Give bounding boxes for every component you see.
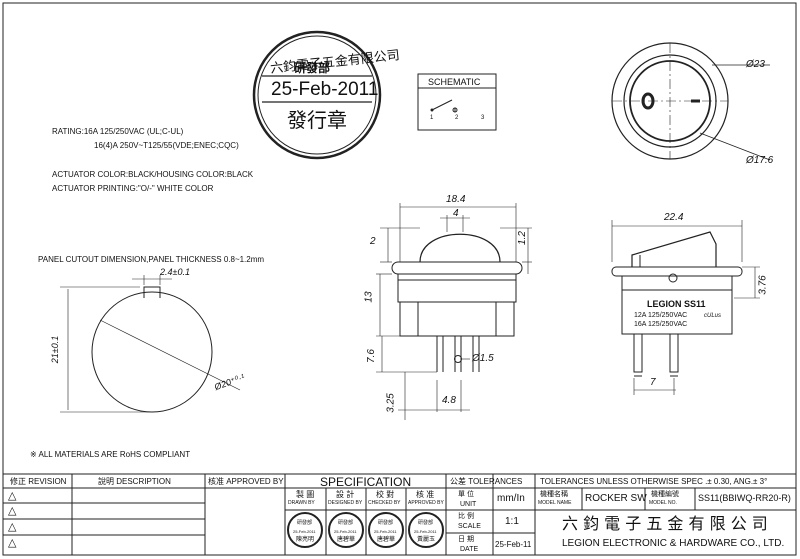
unit-value: mm/In [497,493,525,504]
schematic-box [417,73,497,131]
role-stamp-date-4: 25-Feb-2011 [414,529,437,534]
schematic-pin-3: 3 [481,115,485,121]
front-view [376,203,532,420]
side-label-rating-2: 16A 125/250VAC [634,321,688,328]
dim-top-outer: Ø23 [746,59,765,70]
dim-front-13: 13 [363,291,375,303]
revision-mark-1: △ [8,490,17,502]
panel-cutout-label: PANEL CUTOUT DIMENSION,PANEL THICKNESS 0… [38,255,265,264]
dim-front-hole: Ø1.5 [472,353,494,364]
role-stamp-sign-4: 黃麗玉 [417,537,436,543]
rohs-note: ※ ALL MATERIALS ARE RoHS COMPLIANT [30,450,191,459]
role-stamp-sign-2: 唐碧華 [337,537,356,543]
model-name-en: MODEL NAME [538,500,572,506]
dim-front-48: 4.8 [442,395,456,406]
tolerances-text: TOLERANCES UNLESS OTHERWISE SPEC .± 0.30… [540,477,768,486]
unit-zh: 單 位 [458,491,474,498]
role-stamp-sign-1: 陳亮明 [296,537,315,543]
dim-top-inner: Ø17.6 [746,155,774,166]
revision-header: 修正 REVISION [10,477,67,486]
stamp-issue: 發行章 [287,108,347,132]
role-drawn-en: DRAWN BY [288,500,315,506]
side-label-cert-mark: cULus [704,313,722,319]
role-approved-zh: 核 准 [416,490,435,499]
role-checked-zh: 校 對 [376,490,395,499]
signature-stamps [287,512,444,548]
stamp-date: 25-Feb-2011 [271,79,379,100]
model-no-value: SS11(BBIWQ-RR20-R) [698,493,791,503]
dim-cutout-tab: 2.4±0.1 [160,267,190,277]
role-stamp-date-2: 25-Feb-2011 [334,529,357,534]
dim-front-325: 3.25 [385,393,397,413]
dim-front-top: 4 [453,208,459,219]
schematic-title: SCHEMATIC [428,77,481,87]
approved-header: 核准 APPROVED BY [208,477,284,486]
scale-zh: 比 例 [458,513,474,520]
dim-front-width: 18.4 [446,194,466,205]
role-stamp-dept-3: 研發部 [378,520,394,526]
dim-front-12: 1.2 [516,231,528,245]
revision-mark-4: △ [8,537,17,549]
revision-mark-3: △ [8,521,17,533]
role-stamp-date-3: 25-Feb-2011 [374,529,397,534]
description-header: 說明 DESCRIPTION [98,477,171,486]
revision-mark-2: △ [8,505,17,517]
date-en: DATE [460,546,479,553]
dim-side-height: 3.76 [757,275,769,295]
role-designed-en: DESIGNED BY [328,500,363,506]
top-view [611,42,771,161]
dim-front-2: 2 [370,236,376,247]
role-stamp-sign-3: 唐碧華 [377,537,396,543]
dim-cutout-height: 21±0.1 [50,335,61,364]
role-checked-en: CHECKED BY [368,500,401,506]
role-stamp-dept-4: 研發部 [418,520,434,526]
role-drawn-zh: 製 圖 [296,490,315,499]
scale-value: 1:1 [505,516,519,527]
dim-front-76: 7.6 [365,349,377,363]
date-zh: 日 期 [458,536,474,543]
role-stamp-date-1: 25-Feb-2011 [293,529,316,534]
specification-title: SPECIFICATION [320,475,412,489]
side-label-rating-1: 12A 125/250VAC [634,312,688,319]
stamp-department: 研發部 [294,61,331,75]
schematic-pin-1: 1 [430,115,434,121]
actuator-color: ACTUATOR COLOR:BLACK/HOUSING COLOR:BLACK [52,170,254,179]
side-label-brand: LEGION SS11 [647,299,706,309]
model-name-value: ROCKER SW [585,493,647,504]
role-approved-en: APPROVED BY [408,500,444,506]
panel-cutout-view [60,275,241,413]
company-name-en: LEGION ELECTRONIC & HARDWARE CO., LTD. [562,538,785,549]
model-no-zh: 機種編號 [651,491,679,498]
title-block-grid [2,473,797,556]
role-designed-zh: 設 計 [336,490,355,499]
actuator-printing: ACTUATOR PRINTING:"O/-" WHITE COLOR [52,184,214,193]
side-view [611,220,760,395]
role-stamp-dept-1: 研發部 [297,520,313,526]
dim-side-width: 22.4 [664,212,684,223]
schematic-pin-2: 2 [455,115,459,121]
scale-en: SCALE [458,523,481,530]
unit-en: UNIT [460,501,477,508]
tolerances-label: 公差 TOLERANCES [450,477,523,486]
date-value: 25-Feb-11 [495,540,532,549]
rating-line-2: 16(4)A 250V~T125/55(VDE;ENEC;CQC) [94,141,239,150]
rating-line-1: RATING:16A 125/250VAC (UL;C-UL) [52,127,184,136]
role-stamp-dept-2: 研發部 [338,520,354,526]
model-name-zh: 機種名稱 [540,491,568,498]
department-stamp [252,30,382,160]
company-name-zh: 六 鈞 電 子 五 金 有 限 公 司 [562,514,768,533]
model-no-en: MODEL NO. [649,500,677,506]
dim-side-7: 7 [650,377,656,388]
